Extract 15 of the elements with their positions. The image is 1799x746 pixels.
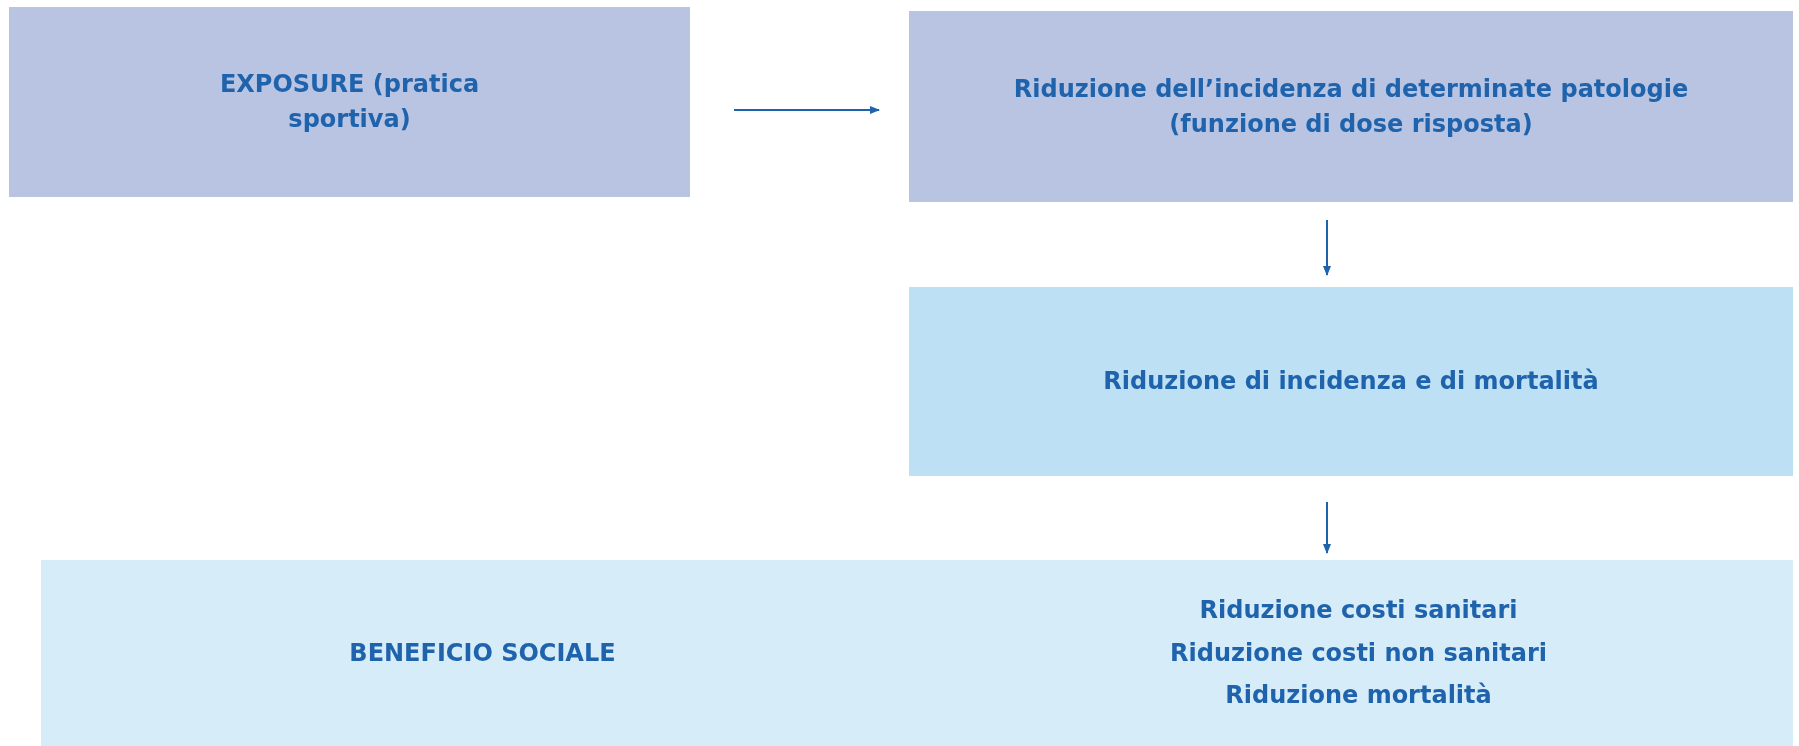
box-label: EXPOSURE (pratica sportiva)	[218, 69, 481, 135]
box-label: Riduzione costi non sanitari	[1170, 637, 1547, 669]
arrow	[733, 106, 880, 114]
process-box	[909, 287, 1793, 476]
box-label: Riduzione dell’incidenza di determinate patologie (funzione di dose risposta)	[1012, 73, 1690, 140]
box-label: BENEFICIO SOCIALE	[349, 637, 616, 669]
arrow	[1323, 219, 1331, 276]
process-box	[909, 11, 1793, 202]
box-label: Riduzione mortalità	[1225, 680, 1492, 712]
process-box	[41, 560, 924, 746]
process-box	[9, 7, 690, 197]
box-label: Riduzione di incidenza e di mortalità	[1103, 366, 1599, 398]
box-label: Riduzione costi sanitari	[1199, 594, 1518, 626]
process-box	[924, 560, 1793, 746]
arrow	[1323, 501, 1331, 554]
